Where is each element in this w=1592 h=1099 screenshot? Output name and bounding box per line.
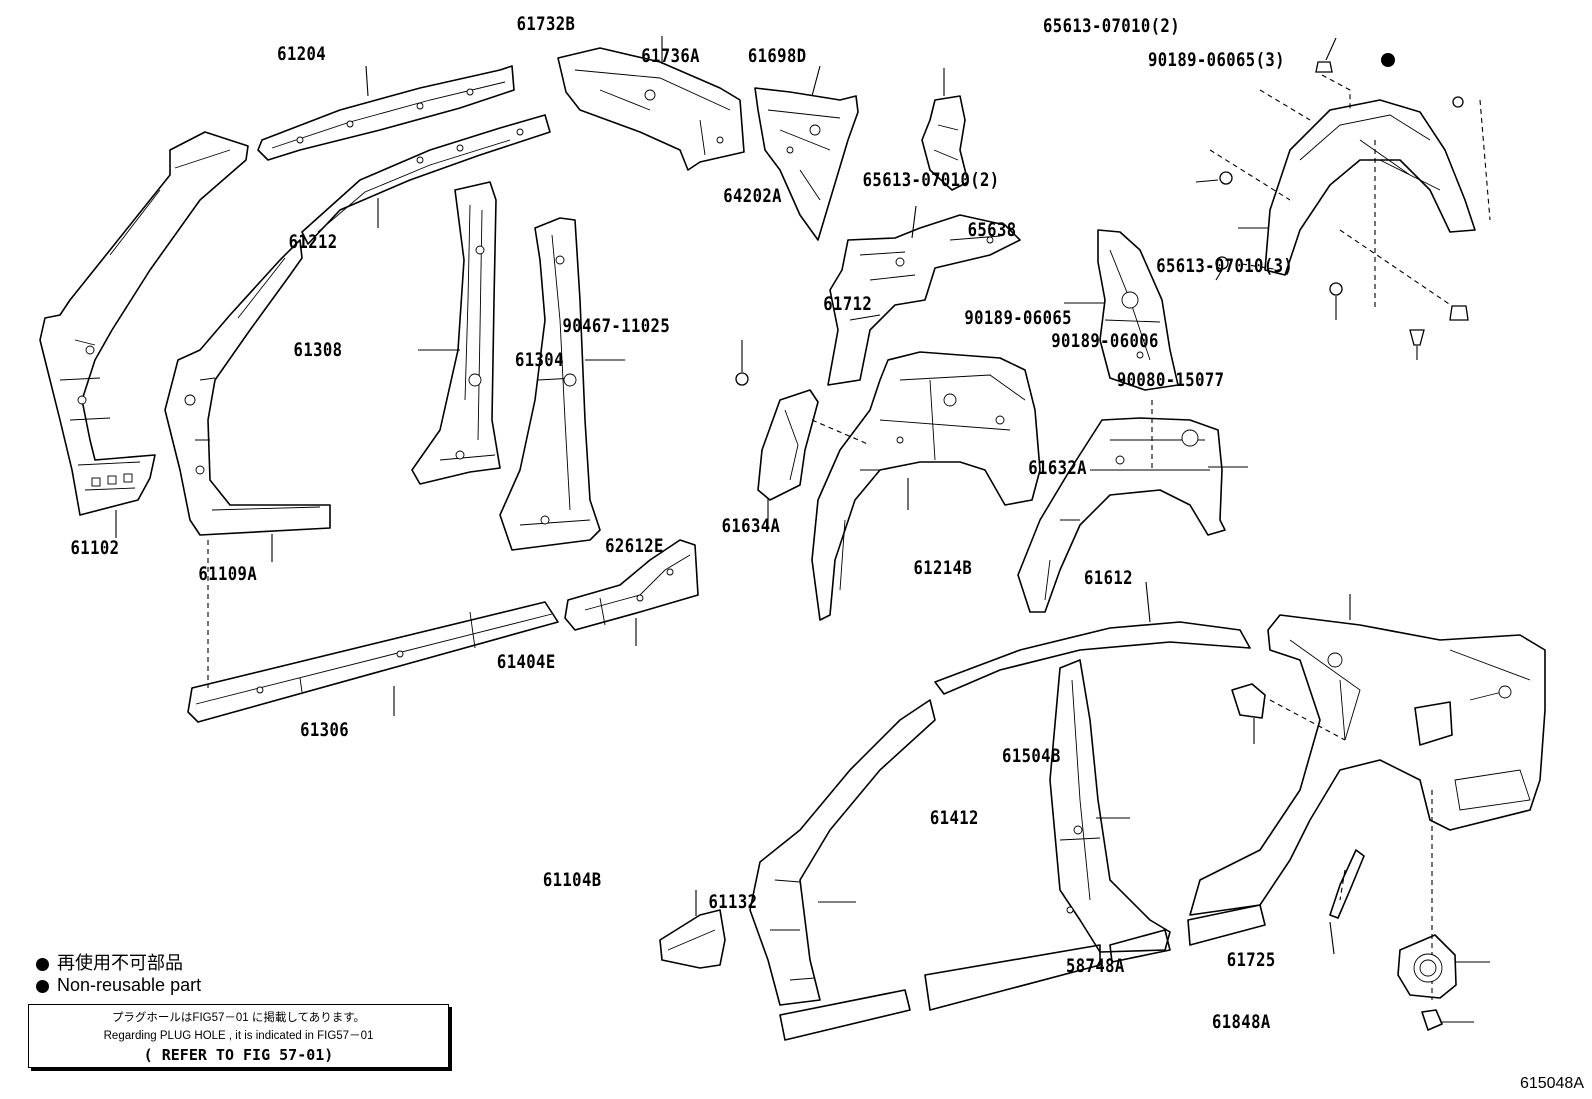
clip-leaders bbox=[1215, 269, 1418, 360]
callout-61698D: 61698D bbox=[748, 46, 807, 68]
callout-61412: 61412 bbox=[930, 808, 979, 830]
part-lower-rockers-drawing bbox=[779, 904, 1266, 1041]
callout-61612: 61612 bbox=[1084, 568, 1133, 590]
callout-61306: 61306 bbox=[300, 720, 349, 742]
callout-65638: 65638 bbox=[968, 220, 1017, 242]
callout-61204: 61204 bbox=[277, 44, 326, 66]
callout-61404E: 61404E bbox=[497, 652, 556, 674]
callout-61632A: 61632A bbox=[1028, 458, 1087, 480]
figure-id: 615048A bbox=[1519, 1075, 1584, 1092]
note-japanese: プラグホールはFIG57－01 に掲載してあります。 bbox=[111, 1012, 366, 1024]
callout-61736A: 61736A bbox=[641, 46, 700, 68]
nonreusable-dot bbox=[1381, 53, 1395, 67]
part-62612E-drawing bbox=[757, 389, 871, 528]
callout-61102: 61102 bbox=[71, 538, 120, 560]
callout-90189-06006: 90189-06006 bbox=[1051, 331, 1159, 353]
callout-61725: 61725 bbox=[1227, 950, 1276, 972]
callout-64202A: 64202A bbox=[723, 186, 782, 208]
plug-hole-note: プラグホールはFIG57－01 に掲載してあります。 Regarding PLU… bbox=[28, 1004, 449, 1068]
part-58748A-drawing bbox=[1329, 849, 1365, 955]
part-61308-drawing bbox=[411, 181, 501, 485]
callout-61732B: 61732B bbox=[517, 14, 576, 36]
callout-61712: 61712 bbox=[823, 294, 872, 316]
part-61612-drawing bbox=[1189, 594, 1546, 1000]
callout-58748A: 58748A bbox=[1066, 956, 1125, 978]
part-61212-drawing bbox=[301, 114, 551, 245]
part-61214B-drawing bbox=[934, 581, 1251, 695]
part-61848A-drawing bbox=[1421, 1009, 1474, 1031]
callout-61132: 61132 bbox=[708, 892, 757, 914]
part-61102-drawing bbox=[39, 131, 249, 538]
callout-90189-06065-3: 90189-06065(3) bbox=[1148, 50, 1285, 72]
part-61306-drawing bbox=[187, 601, 559, 723]
callout-61212: 61212 bbox=[289, 232, 338, 254]
callout-90080-15077: 90080-15077 bbox=[1117, 370, 1225, 392]
callout-61634A: 61634A bbox=[722, 516, 781, 538]
part-61634A-drawing bbox=[811, 351, 1041, 621]
callout-61304: 61304 bbox=[515, 350, 564, 372]
part-90467-drawing bbox=[735, 340, 749, 386]
part-61732B-drawing bbox=[557, 36, 745, 171]
legend-nonreusable: Non-reusable part bbox=[36, 975, 201, 996]
callout-61308: 61308 bbox=[294, 340, 343, 362]
part-64202A-drawing bbox=[827, 205, 1021, 386]
part-61725-drawing bbox=[1397, 934, 1490, 999]
callout-90467-11025: 90467-11025 bbox=[563, 316, 671, 338]
legend-reusable-label: 再使用不可部品 bbox=[57, 953, 183, 973]
callout-65613-07010-mid: 65613-07010(2) bbox=[863, 170, 1000, 192]
note-english: Regarding PLUG HOLE , it is indicated in… bbox=[103, 1030, 374, 1042]
part-61632A-drawing bbox=[1017, 400, 1248, 613]
callout-61104B: 61104B bbox=[543, 870, 602, 892]
callout-61109A: 61109A bbox=[198, 564, 257, 586]
callout-62612E: 62612E bbox=[605, 536, 664, 558]
callout-65613-07010-3: 65613-07010(3) bbox=[1156, 256, 1293, 278]
part-61132-drawing bbox=[749, 699, 936, 1006]
callout-61214B: 61214B bbox=[913, 558, 972, 580]
legend-nonreusable-label: Non-reusable part bbox=[57, 975, 202, 995]
part-61404E-drawing bbox=[564, 539, 699, 646]
part-61698D-drawing bbox=[921, 68, 969, 191]
part-61712-drawing bbox=[1064, 229, 1179, 391]
legend-reusable: 再使用不可部品 bbox=[36, 949, 183, 975]
part-61104B-drawing bbox=[659, 890, 726, 969]
note-reference: ( REFER TO FIG 57-01) bbox=[143, 1046, 334, 1064]
bullet-icon bbox=[36, 979, 49, 993]
part-61204-drawing bbox=[257, 65, 515, 161]
bullet-icon bbox=[36, 957, 49, 971]
part-61504B-drawing bbox=[1231, 683, 1266, 744]
callout-61504B: 61504B bbox=[1002, 746, 1061, 768]
part-fuel-lid-panel-drawing bbox=[1414, 701, 1453, 746]
part-61109A-drawing bbox=[164, 239, 331, 688]
part-61736A-drawing bbox=[754, 65, 859, 241]
callout-90189-06065: 90189-06065 bbox=[964, 308, 1072, 330]
part-65638-drawing bbox=[1195, 37, 1491, 346]
part-61412-drawing bbox=[1049, 659, 1171, 953]
callout-65613-07010-top: 65613-07010(2) bbox=[1043, 16, 1180, 38]
part-61304-drawing bbox=[499, 217, 625, 551]
callout-61848A: 61848A bbox=[1212, 1012, 1271, 1034]
